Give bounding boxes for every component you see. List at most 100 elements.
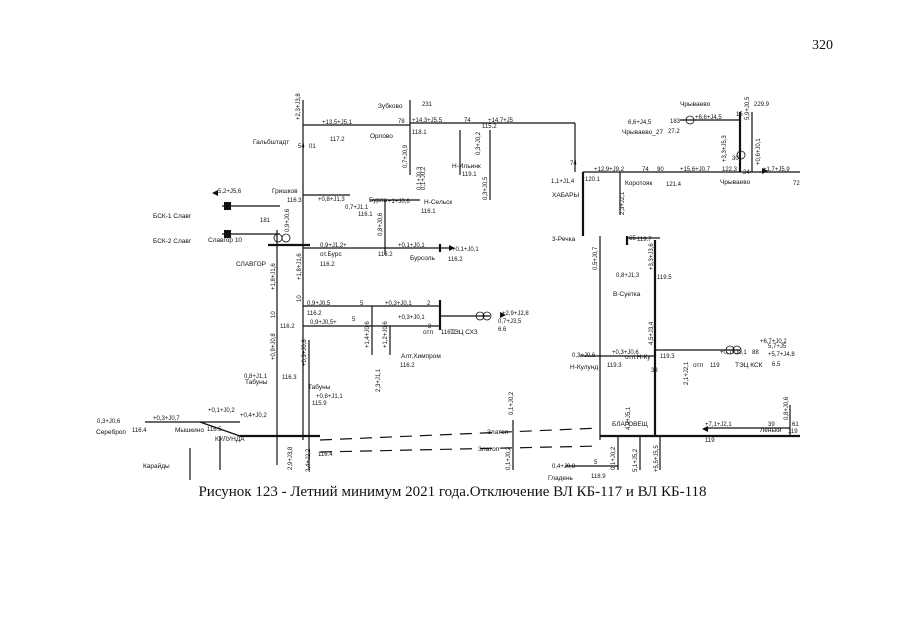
node-tec-ksk: ТЭЦ КСК — [735, 362, 763, 369]
voltage-label: 116.2 — [400, 363, 415, 369]
flow-label: +6,6+J4,5 — [695, 115, 722, 121]
flow-label: 0,3+J0,5 — [483, 176, 489, 200]
voltage-label: 119.1 — [462, 172, 477, 178]
flow-label: 2,4+J2,2 — [306, 448, 312, 472]
voltage-label: 116.2 — [320, 262, 335, 268]
flow-label: 0,3+J0,2 — [476, 131, 482, 155]
voltage-label: 27.2 — [668, 129, 680, 135]
node-tabuny-1: Табуны — [245, 378, 268, 386]
flow-label: +12,9+J9,2 — [594, 167, 625, 173]
voltage-label: 118.9 — [591, 474, 606, 480]
node-zlatopol-1: Златоп — [487, 429, 509, 436]
node-galbshtadt: Гальбштадт — [253, 138, 289, 146]
flow-label: 15 — [736, 112, 743, 118]
flow-label: 5,7+J5 — [768, 344, 787, 350]
flow-label: 10 — [271, 311, 277, 318]
voltage-label: 116.1 — [358, 212, 373, 218]
flow-label: +0,8+J1,1 — [316, 394, 343, 400]
flow-label: 0,1+J0,2 — [421, 166, 427, 190]
node-zubkovo: Зубково — [378, 102, 403, 110]
flow-label: 54 — [298, 144, 305, 150]
flow-label: +15,6+J0,7 — [680, 167, 711, 173]
flow-label: +5,5+J5,5 — [654, 445, 660, 472]
transformer-tec-shz-1 — [475, 311, 485, 321]
flow-label: 2 — [427, 301, 431, 307]
flow-label: 0,1+J0,2 — [611, 446, 617, 470]
flow-label: 0,7+J1,1 — [345, 205, 369, 211]
node-myshkino: Мышкино — [175, 427, 204, 434]
flow-label: 183 — [670, 119, 681, 125]
dashed-line-kb117 — [319, 427, 601, 441]
flow-label: 0,3+J0,6 — [572, 353, 596, 359]
voltage-label: 116.4 — [132, 428, 147, 434]
voltage-label: 119.7 — [637, 237, 652, 243]
node-otp-n-ku: отп.Н-Ку — [625, 354, 651, 361]
node-bursol: Бурсоль — [410, 255, 436, 262]
flow-label: +0,3+J0,7 — [153, 416, 180, 422]
node-lenki: Леньки — [760, 427, 782, 434]
flow-label: 74 — [570, 161, 577, 167]
node-alt-himprom: Алт.Химпром — [401, 353, 441, 360]
flow-label: +0,8+J1,3 — [318, 197, 345, 203]
voltage-label: 115.2 — [482, 124, 497, 130]
flow-label: 0,5+J0,7 — [593, 246, 599, 270]
flow-label: 2,9+J3,8 — [288, 446, 294, 470]
flow-label: +2,9+J2,8 — [502, 311, 529, 317]
flow-label: 0,1+J0,2 — [509, 391, 515, 415]
voltage-label: 116.1 — [421, 209, 436, 215]
flow-label: 01 — [309, 144, 316, 150]
voltage-label: 116.3 — [287, 198, 302, 204]
voltage-label: 117.2 — [330, 137, 345, 143]
flow-label: +3,3+J3,6 — [649, 243, 655, 270]
flow-label: 6,6+J4,5 — [628, 120, 652, 126]
page-number: 320 — [812, 38, 833, 53]
flow-label: 1,1+J1,4 — [551, 179, 575, 185]
voltage-label: 116.2 — [307, 311, 322, 317]
flow-label: 4,9+J5,1 — [626, 406, 632, 430]
transformer-tec-ksk-1 — [725, 345, 735, 355]
flow-label: 33 — [651, 368, 658, 374]
flow-label: +1,4+J0,6 — [365, 321, 371, 348]
flow-label: 0,8+J0,6 — [378, 212, 384, 236]
node-glaaden: Гладень — [548, 475, 574, 482]
node-orlovo: Орлово — [370, 133, 393, 140]
flow-label: 78 — [398, 119, 405, 125]
node-v-suetka: В-Суетка — [613, 291, 641, 298]
voltage-label: 119 — [705, 438, 715, 444]
flow-label: 2 — [428, 324, 432, 330]
transformer-slavgor-2 — [281, 233, 291, 243]
node-chryvaevo-top: Чрываево — [680, 101, 711, 108]
flow-label: +0,3+J0,6 — [612, 350, 639, 356]
bsk2-capacitor — [224, 230, 231, 238]
node-bsk2: БСК-2 Славг — [153, 238, 192, 245]
flow-label: 0,7+J3,5 — [498, 319, 522, 325]
flow-label: 5,2+J5,6 — [218, 189, 242, 195]
transformer-tec-shz-2 — [482, 311, 492, 321]
arrow-icon — [500, 312, 506, 318]
node-n-selsk: Н-Сельск — [424, 199, 452, 206]
transformer-chryvaevo-27 — [685, 115, 695, 125]
node-otp: отп — [423, 329, 433, 336]
flow-label: 181 — [260, 218, 271, 224]
flow-label: +0,3+J0,1 — [398, 315, 425, 321]
flow-label: 4,5+J3,4 — [649, 321, 655, 345]
flow-label: 5 — [352, 317, 356, 323]
node-grishkovo: Гришков — [272, 188, 298, 195]
flow-label: 2,1+J2,1 — [684, 361, 690, 385]
flow-label: 61 — [792, 422, 799, 428]
voltage-label: 119.3 — [660, 354, 675, 360]
node-n-ilinka: Н-Ильинк — [452, 163, 481, 170]
flow-label: +7,1+J2,1 — [705, 422, 732, 428]
node-karaidy: Карайды — [143, 462, 170, 470]
bsk1-capacitor — [224, 202, 231, 210]
node-korotoyak: Коротояк — [625, 180, 653, 187]
voltage-label: 119.3 — [607, 363, 622, 369]
node-habary: ХАБАРЫ — [552, 192, 579, 199]
flow-label: 0,9+J0,5+ — [310, 320, 337, 326]
flow-label: 30 — [732, 156, 739, 162]
arrow-icon — [212, 190, 218, 196]
voltage-label: 116.3 — [282, 375, 297, 381]
flow-label: 0,9+J1,2+ — [320, 243, 347, 249]
flow-label: +3,3+J5,3 — [722, 135, 728, 162]
